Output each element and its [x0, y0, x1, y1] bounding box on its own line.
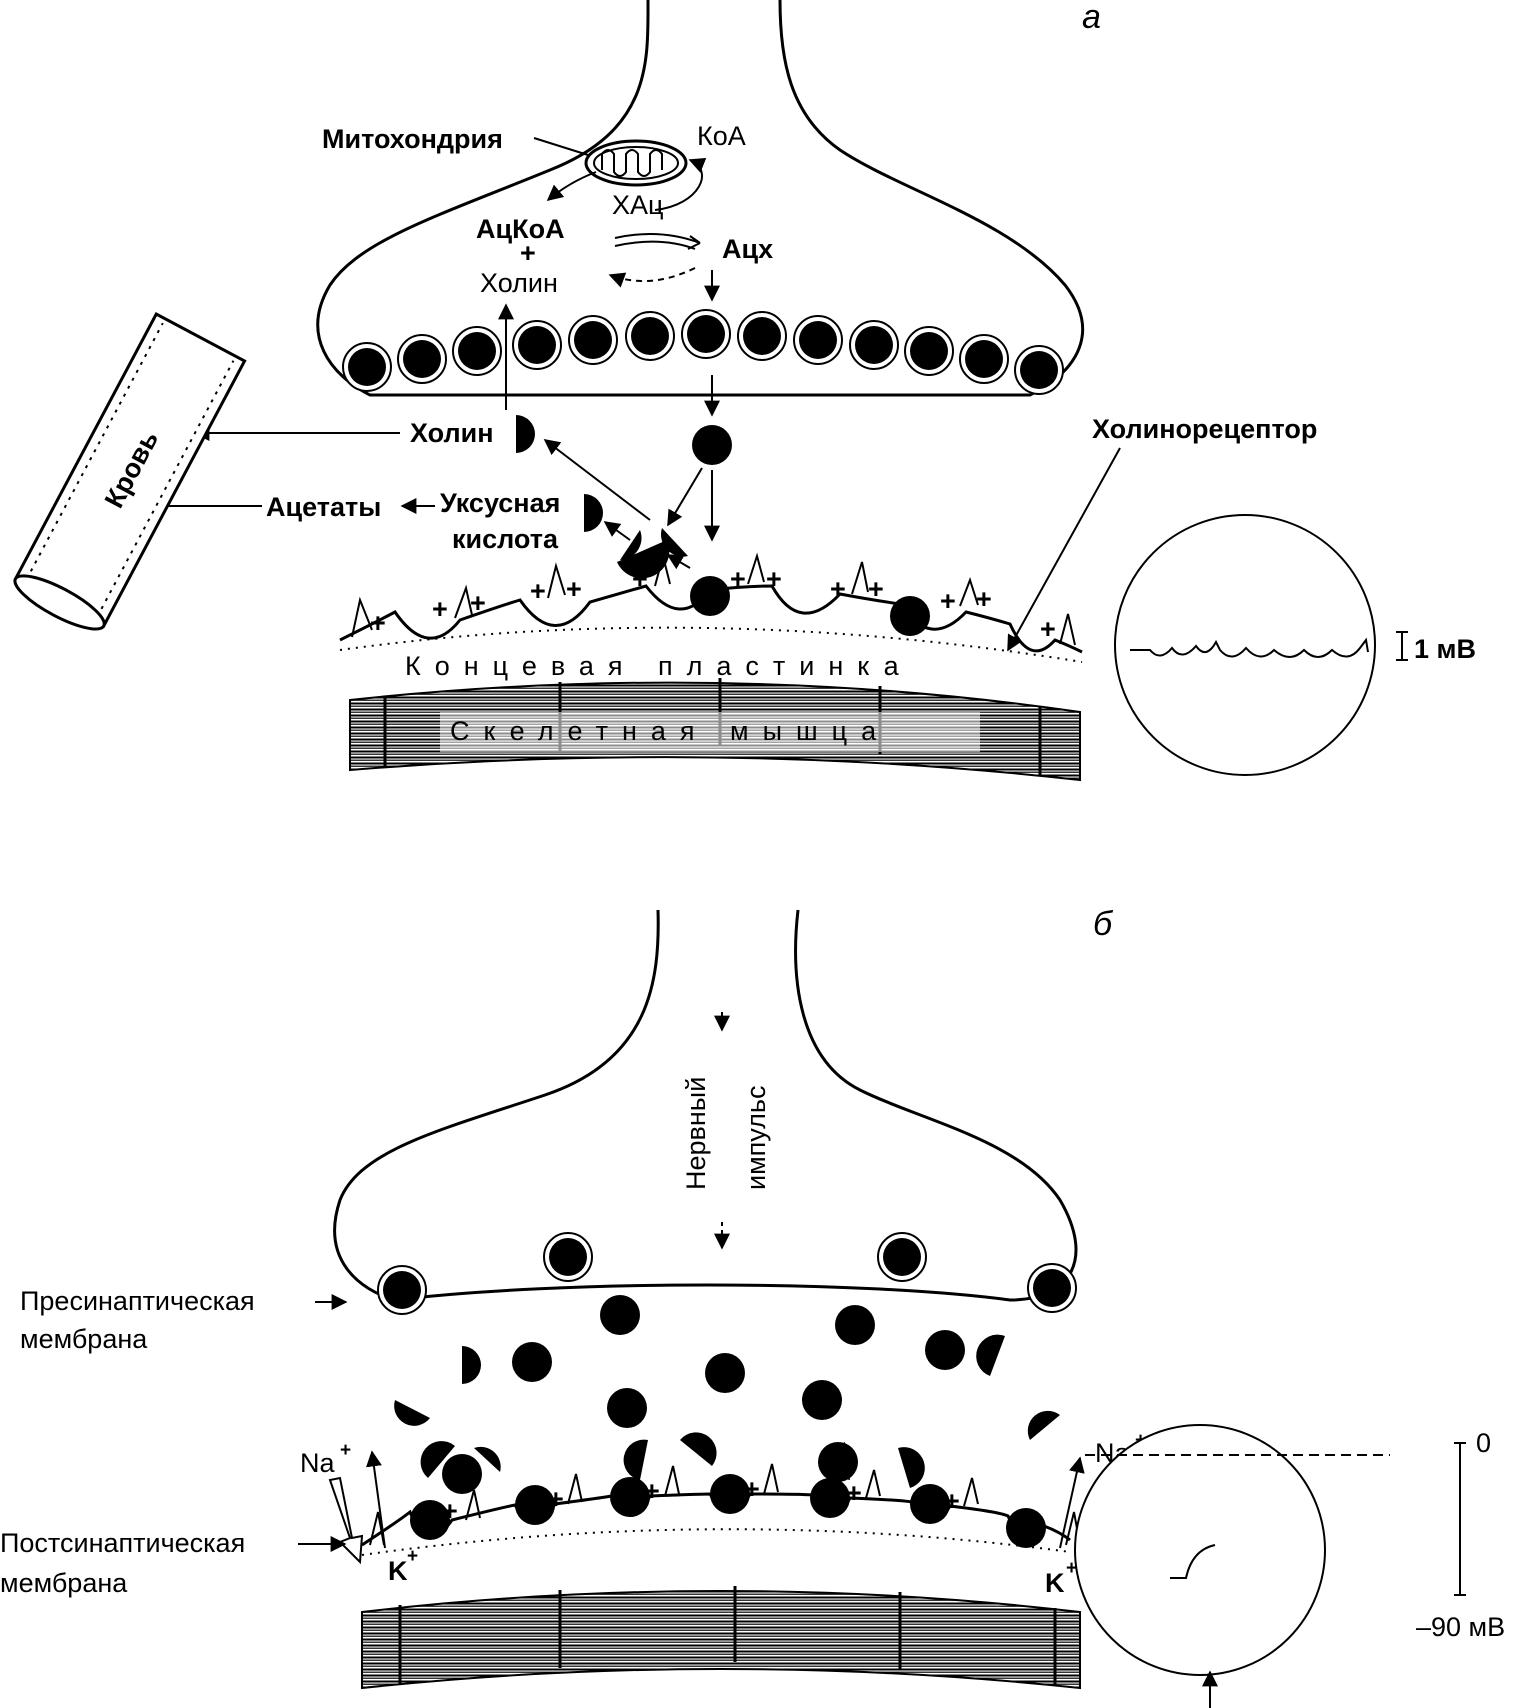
mitochondria-label: Митохондрия [322, 124, 503, 154]
acetylcholinesterase [620, 530, 642, 560]
nerve-terminal-a [316, 0, 1084, 397]
k-left-label: K [388, 1556, 408, 1586]
bound-ach [690, 576, 730, 616]
svg-text:+: + [370, 608, 386, 638]
postsynaptic-label-1: Постсинаптическая [0, 1528, 245, 1558]
vesicle [681, 309, 731, 359]
choline-half [516, 415, 535, 453]
released-ach [394, 1295, 1060, 1494]
cholinoreceptor-label: Холинорецептор [1092, 414, 1317, 444]
svg-text:+: + [766, 564, 782, 594]
ach-label: Ацх [722, 234, 773, 264]
svg-text:+: + [976, 584, 992, 614]
svg-text:+: + [340, 1440, 351, 1461]
plus-label: + [520, 238, 536, 268]
k-right-label: K [1045, 1568, 1065, 1598]
end-plate-membrane [339, 584, 1083, 654]
panel-a: а Митохондрия КоА ХАц АцКоА + Холин Ацх [13, 0, 1476, 782]
scale-top-label: 0 [1476, 1428, 1491, 1458]
nerve-terminal-b [333, 909, 1078, 1302]
svg-text:+: + [470, 588, 486, 618]
vesicle [342, 342, 392, 392]
coa-arrow [654, 157, 707, 211]
panel-b-letter: б [1093, 905, 1114, 943]
end-plate-label: Концевая пластинка [405, 651, 913, 681]
presynaptic-label-1: Пресинаптическая [20, 1286, 255, 1316]
coa-label: КоА [697, 121, 746, 151]
vesicle [849, 320, 899, 370]
na-left-label: Na [300, 1448, 335, 1478]
blood-vessel: Кровь [13, 312, 247, 631]
choline-top-label: Холин [480, 268, 558, 298]
ach-molecule [692, 425, 732, 465]
svg-text:+: + [566, 574, 582, 604]
vesicles-b [377, 1232, 1077, 1315]
svg-text:+: + [432, 594, 448, 624]
vesicle [625, 311, 675, 361]
svg-text:+: + [1066, 1558, 1077, 1579]
skeletal-muscle-b [361, 1590, 1081, 1690]
epp-trace [1170, 1544, 1216, 1579]
svg-text:+: + [1040, 614, 1056, 644]
vesicle [877, 1232, 927, 1282]
acetic-acid-label-1: Уксусная [440, 488, 560, 518]
nerve-impulse-label-2: импульс [741, 1086, 771, 1191]
scale-label-a: 1 мВ [1414, 634, 1476, 664]
svg-text:+: + [868, 574, 884, 604]
vesicle [1014, 345, 1064, 395]
vesicle [452, 326, 502, 376]
bound-ach-b [410, 1474, 1046, 1548]
mepp-trace [1130, 637, 1369, 658]
cholinoreceptor-arrow [1007, 447, 1121, 652]
vesicle [397, 334, 447, 384]
vesicle [904, 326, 954, 376]
panel-b: б Нервный импульс Пресинаптическая мембр… [0, 905, 1505, 1708]
svg-text:+: + [407, 1546, 418, 1567]
scale-bottom-label: –90 мВ [1416, 1612, 1505, 1642]
receptors-b: + + + + + + [442, 1463, 979, 1526]
receptors-a: + + + + + + + + + + + + + [351, 552, 1076, 646]
nerve-impulse-label-1: Нервный [681, 1077, 711, 1190]
choline-return-arrow [543, 439, 651, 521]
vesicle [512, 320, 562, 370]
bound-ach [890, 596, 930, 636]
vesicles-a [342, 309, 1064, 395]
skeletal-muscle-label: Скелетная мышца [450, 716, 890, 746]
acetic-acid-half [584, 494, 603, 532]
vesicle [959, 334, 1009, 384]
oscilloscope-a [1114, 514, 1376, 776]
scale-bar-b [1454, 1442, 1466, 1596]
panel-a-letter: а [1082, 0, 1101, 36]
svg-text:+: + [730, 564, 746, 594]
svg-text:+: + [940, 586, 956, 616]
acetylcoa-arrow [546, 171, 597, 202]
mitochondria-leader [533, 137, 589, 156]
acetic-acid-label-2: кислота [452, 524, 559, 554]
svg-text:+: + [530, 576, 546, 606]
svg-text:+: + [830, 574, 846, 604]
ion-channel-left [328, 1450, 386, 1565]
vesicle [793, 315, 843, 365]
vesicle [377, 1265, 427, 1315]
reverse-arrow [608, 267, 696, 288]
scale-bar-a [1396, 631, 1408, 661]
choline-left-label: Холин [410, 418, 494, 448]
mitochondrion [584, 139, 688, 187]
chac-label: ХАц [612, 190, 663, 220]
svg-text:+: + [846, 1478, 862, 1508]
acetylcoa-label: АцКоА [476, 214, 565, 244]
postsynaptic-label-2: мембрана [0, 1568, 128, 1598]
vesicle [543, 1232, 593, 1282]
vesicle [1027, 1263, 1077, 1313]
acetates-label: Ацетаты [266, 492, 381, 522]
vesicle [737, 311, 787, 361]
vesicle [568, 315, 618, 365]
presynaptic-label-2: мембрана [20, 1324, 148, 1354]
oscilloscope-b [1074, 1424, 1326, 1676]
svg-text:+: + [632, 564, 648, 594]
